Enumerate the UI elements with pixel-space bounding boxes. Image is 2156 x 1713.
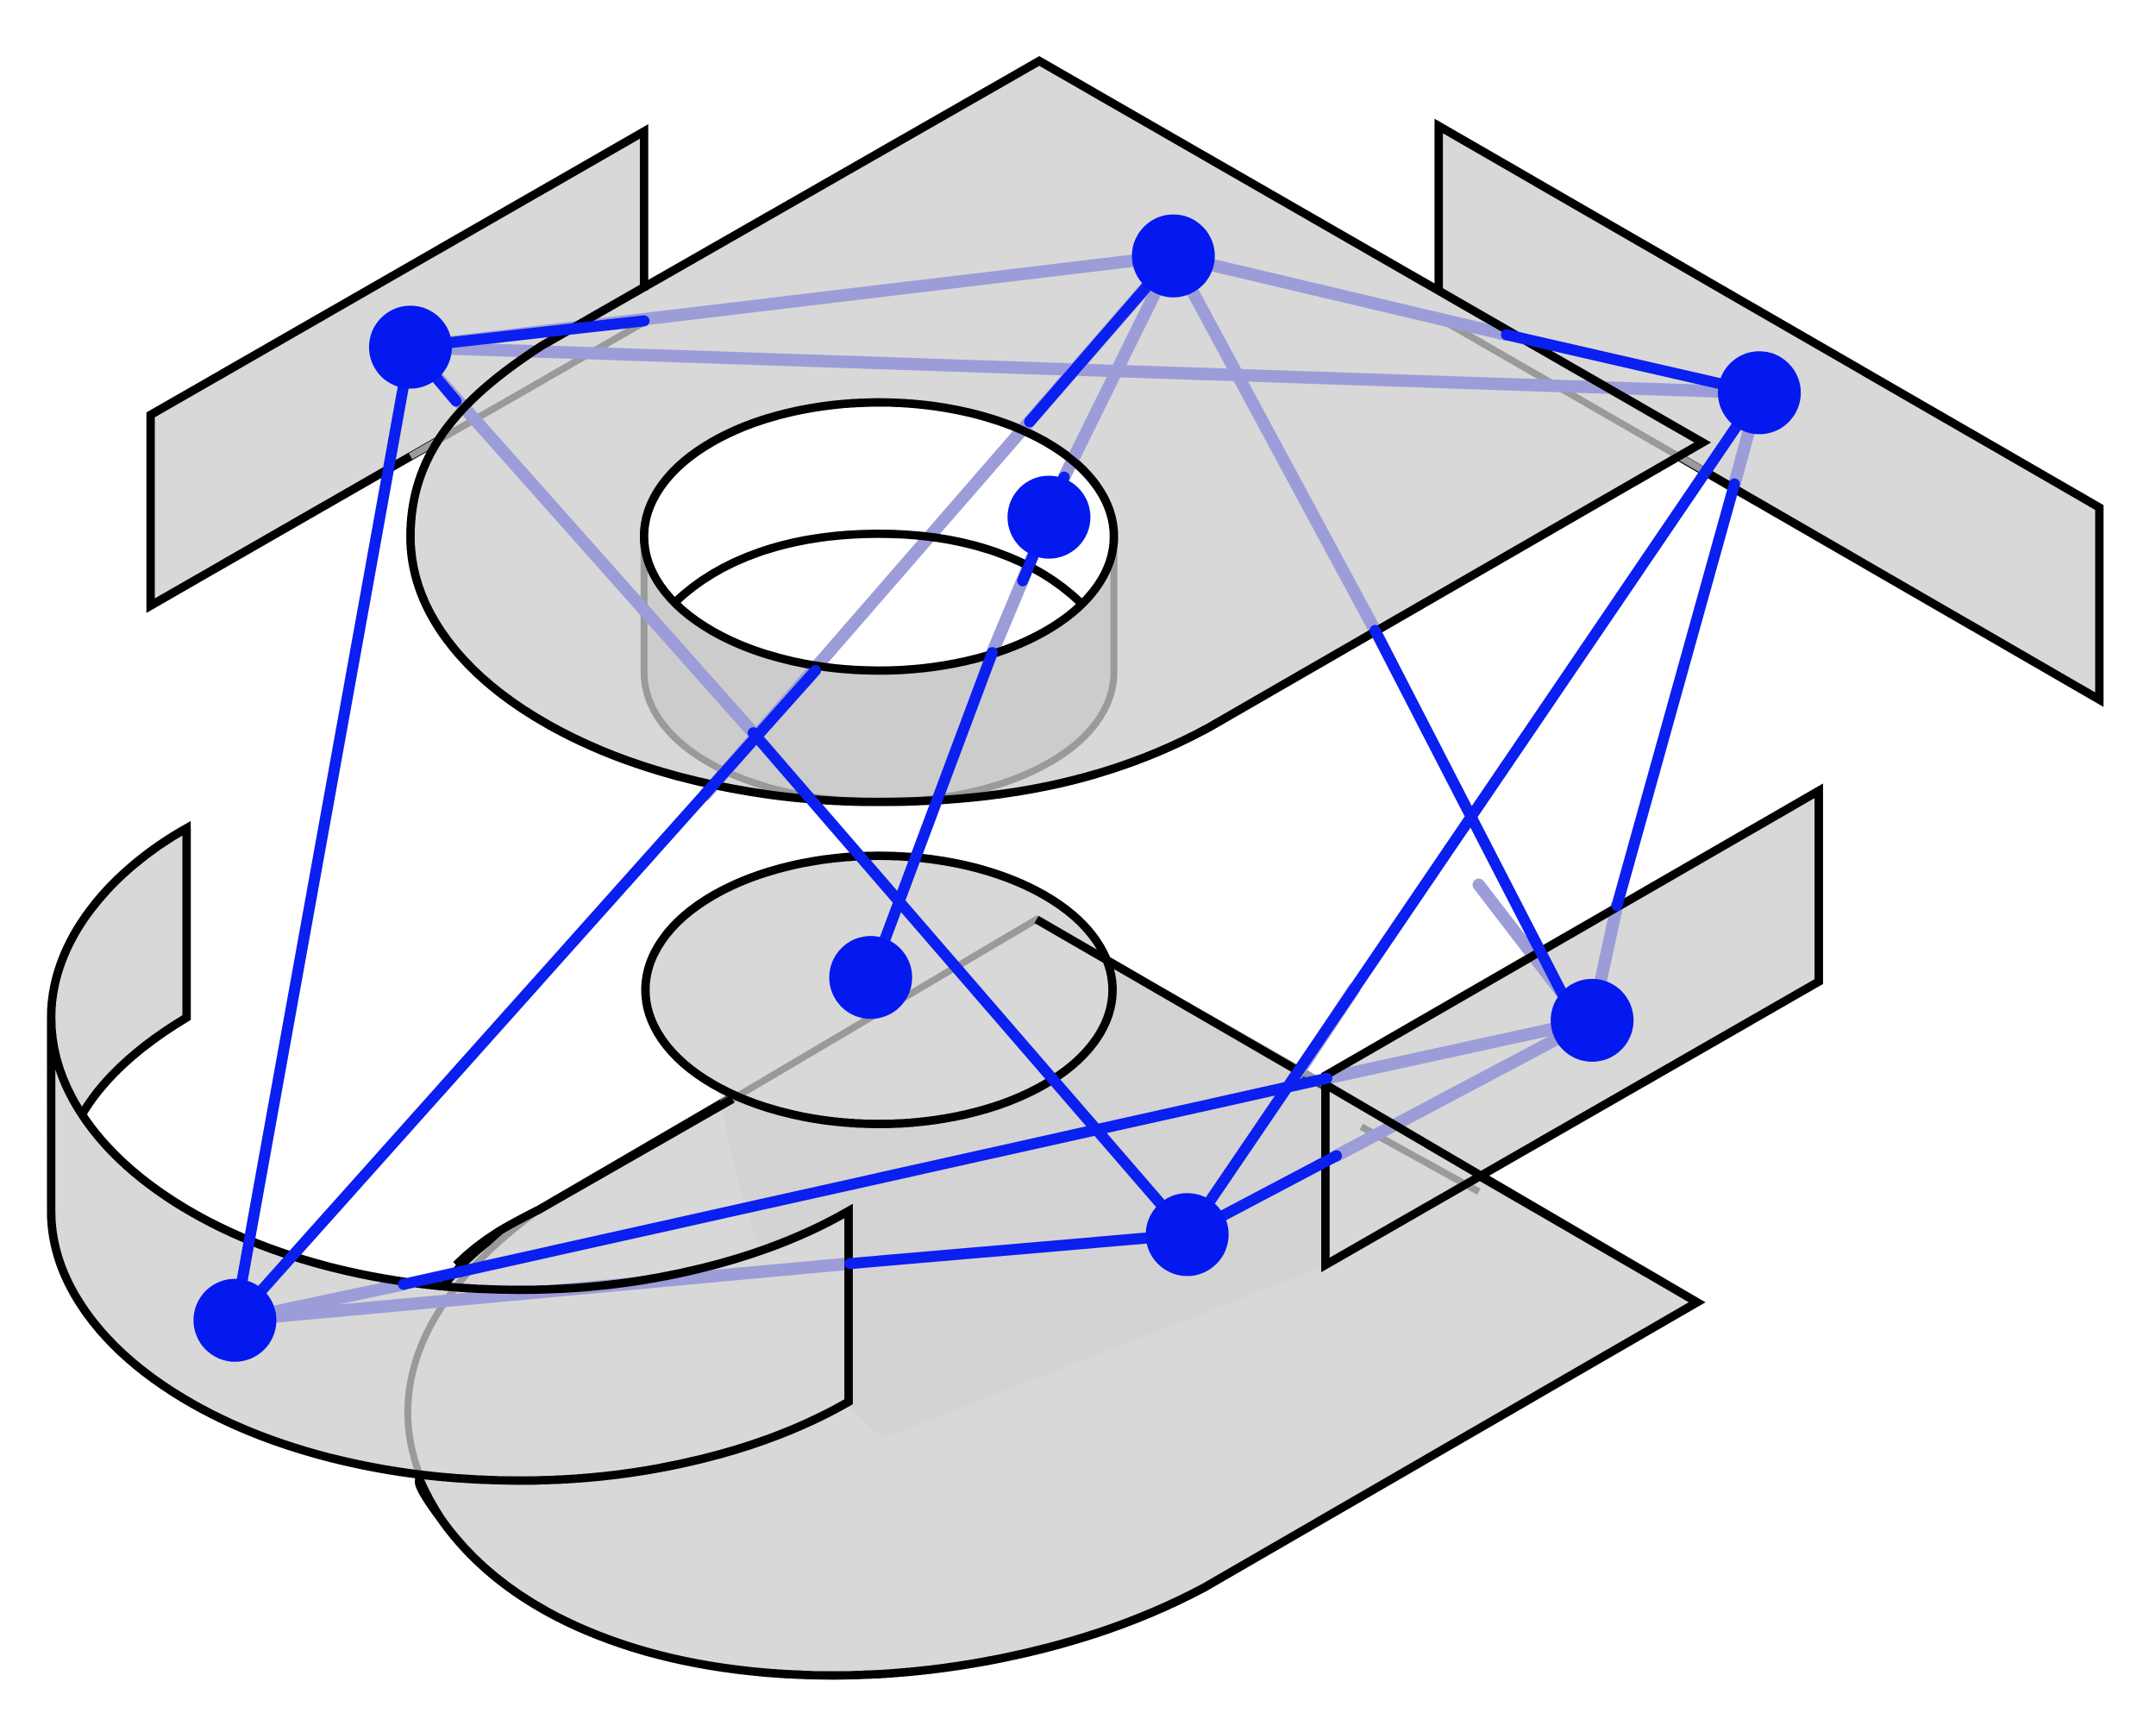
upper-plate-outline (406, 56, 1711, 806)
back-left-plane-outline (146, 124, 649, 613)
edge-front-v4-v5 (865, 647, 999, 983)
edge-front-v1-v6 (229, 342, 417, 1327)
vertex-v8 (1145, 1193, 1229, 1277)
lower-plate-left-edge (536, 1095, 735, 1214)
edge-back-v6-v7 (1320, 1013, 1599, 1085)
vertex-layer (193, 214, 1802, 1362)
edge-back-v1-v8 (404, 341, 760, 739)
lower-disk-rim (641, 851, 1117, 1128)
vertex-v6 (193, 1278, 277, 1362)
hidden-lower-plate-curve (404, 1207, 542, 1481)
surface-layer (47, 56, 2104, 1680)
hidden-edge-upper-right (1437, 315, 1705, 474)
front-right-plane-outline (1321, 783, 1823, 1272)
vertex-v3 (1717, 351, 1802, 435)
edge-front-v3-v8 (1181, 386, 1765, 1240)
front-left-band-outline (47, 824, 853, 1485)
lower-plate-outline (415, 1082, 1706, 1680)
vertex-v2 (1131, 214, 1215, 298)
hidden-edge-upper-left (408, 319, 646, 460)
edge-front-v6-v8 (844, 1228, 1194, 1270)
edge-front-v2-v6-b (229, 665, 821, 1327)
edge-back-v2-v7 (1167, 249, 1382, 637)
back-right-plane-outline (1434, 118, 2104, 707)
vertex-v1 (368, 305, 453, 389)
edge-back-v7-v8 (1330, 1013, 1599, 1163)
edge-front-v2-v3 (1501, 329, 1765, 398)
foreground-outline-layer (47, 56, 2104, 1680)
lower-plate-left-curve (453, 1206, 542, 1268)
edge-front-v3-v7 (1611, 478, 1740, 912)
edge-front-v6-v7 (398, 1072, 1332, 1290)
upper-hole-rim (639, 398, 1119, 675)
edge-back-v2-v3 (1167, 249, 1514, 342)
lower-plate-back-edge (1034, 915, 1301, 1076)
vertex-v7 (1551, 978, 1634, 1062)
vertex-v5 (829, 936, 912, 1020)
edge-back-v1-v3 (404, 341, 1766, 399)
vertex-v4 (1007, 475, 1091, 559)
edge-front-v1-v8-b (747, 727, 1194, 1240)
